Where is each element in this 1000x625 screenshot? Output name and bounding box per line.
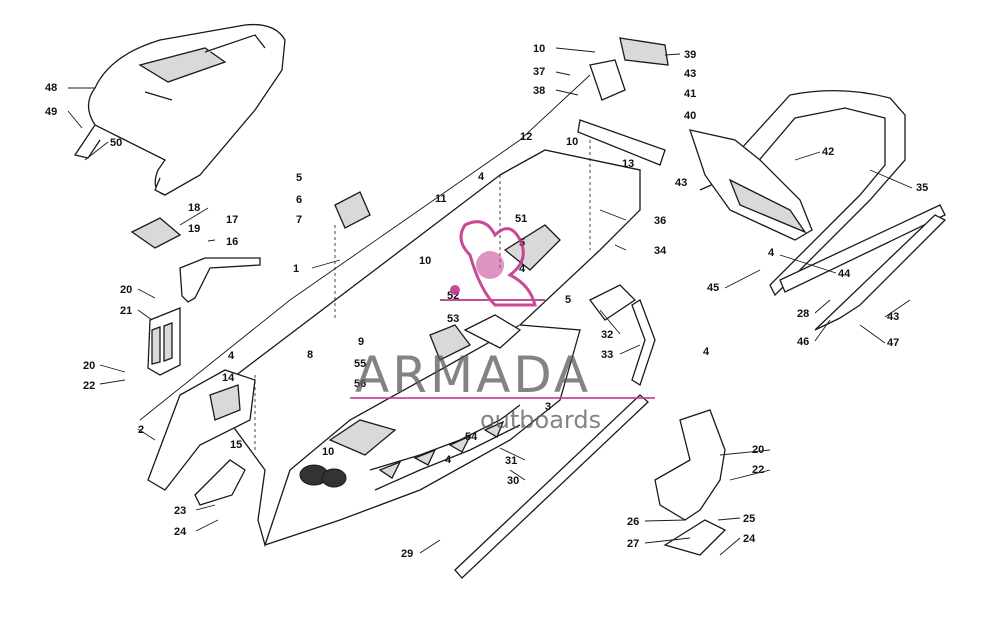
callout-22: 22: [83, 380, 95, 392]
callout-4-c: 4: [519, 263, 526, 275]
callout-37: 37: [533, 66, 545, 78]
callout-8: 8: [307, 349, 313, 361]
callout-25: 25: [743, 513, 755, 525]
callout-5: 5: [296, 172, 302, 184]
rail-13: [577, 119, 666, 166]
callout-20: 20: [120, 284, 132, 296]
callout-20-b: 20: [83, 360, 95, 372]
armada-logo-icon: [440, 220, 545, 307]
callout-43: 43: [684, 68, 696, 80]
bracket-21: [147, 307, 181, 376]
callout-33: 33: [601, 349, 613, 361]
callout-10-d: 10: [322, 446, 334, 458]
snow-flap: [689, 129, 813, 241]
callout-6: 6: [296, 194, 302, 206]
callout-16: 16: [226, 236, 238, 248]
tunnel-frame: [209, 149, 641, 548]
callout-4-e: 4: [768, 247, 775, 259]
callout-50: 50: [110, 137, 122, 149]
callout-13: 13: [622, 158, 634, 170]
callout-41: 41: [684, 88, 696, 100]
callout-56: 56: [354, 378, 366, 390]
callout-53: 53: [447, 313, 459, 325]
callout-4: 4: [478, 171, 485, 183]
callout-31: 31: [505, 455, 517, 467]
callout-10-c: 10: [419, 255, 431, 267]
callout-7: 7: [296, 214, 302, 226]
callout-45: 45: [707, 282, 719, 294]
callout-repeats: 10 10 10 4 4 4 4 4 5 5 20 20 22 24 43 43: [83, 136, 899, 545]
callout-49: 49: [45, 106, 57, 118]
callout-42: 42: [822, 146, 834, 158]
mount-7: [334, 191, 371, 229]
callout-43-c: 43: [887, 311, 899, 323]
callout-36: 36: [654, 215, 666, 227]
callout-24: 24: [174, 526, 187, 538]
callout-4-b: 4: [228, 350, 235, 362]
callout-12: 12: [520, 131, 532, 143]
bracket-32-33: [589, 284, 656, 386]
callout-9: 9: [358, 336, 364, 348]
callout-43-b: 43: [675, 177, 687, 189]
callout-10: 10: [533, 43, 545, 55]
callout-30: 30: [507, 475, 519, 487]
watermark-tagline: outboards: [480, 406, 601, 434]
callout-2: 2: [138, 424, 144, 436]
callout-28: 28: [797, 308, 809, 320]
watermark-brand: ARMADA: [355, 346, 591, 404]
plate-18: [130, 217, 182, 249]
callout-4-f: 4: [445, 454, 452, 466]
bracket-39: [619, 37, 669, 66]
callout-39: 39: [684, 49, 696, 61]
callout-22-b: 22: [752, 464, 764, 476]
watermark: ARMADA outboards: [350, 220, 655, 434]
callout-14: 14: [222, 372, 235, 384]
callout-23: 23: [174, 505, 186, 517]
watermark-underline: [350, 397, 655, 399]
callout-3: 3: [545, 401, 551, 413]
callout-26: 26: [627, 516, 639, 528]
foot-plate: [194, 459, 246, 506]
callout-48: 48: [45, 82, 57, 94]
callout-54: 54: [465, 431, 478, 443]
callout-20-c: 20: [752, 444, 764, 456]
callout-51: 51: [515, 213, 527, 225]
callout-19: 19: [188, 223, 200, 235]
callout-32: 32: [601, 329, 613, 341]
callout-1: 1: [293, 263, 299, 275]
callout-27: 27: [627, 538, 639, 550]
callout-29: 29: [401, 548, 413, 560]
bracket-38: [589, 59, 626, 101]
callout-15: 15: [230, 439, 242, 451]
callout-11: 11: [435, 193, 447, 205]
bar-30: [454, 394, 649, 579]
callout-24-b: 24: [743, 533, 756, 545]
running-board: [779, 204, 947, 331]
callout-labels: 1 2 3 4 5 6 7 8 9 10 11 12 13 14 15 16 1…: [45, 43, 928, 560]
callout-55: 55: [354, 358, 366, 370]
callout-35: 35: [916, 182, 928, 194]
callout-21: 21: [120, 305, 132, 317]
callout-34: 34: [654, 245, 667, 257]
callout-38: 38: [533, 85, 545, 97]
seat-assembly: [73, 23, 286, 196]
callout-17: 17: [226, 214, 238, 226]
alignment-lines: [139, 74, 591, 450]
callout-47: 47: [887, 337, 899, 349]
leader-lines: [67, 47, 913, 556]
callout-46: 46: [797, 336, 809, 348]
callout-44: 44: [838, 268, 851, 280]
callout-10-b: 10: [566, 136, 578, 148]
callout-4-d: 4: [703, 346, 710, 358]
grab-handle: [179, 257, 261, 303]
left-footrest: [147, 369, 256, 491]
callout-5-c: 5: [565, 294, 571, 306]
right-footrest: [654, 409, 727, 556]
callout-18: 18: [188, 202, 200, 214]
callout-40: 40: [684, 110, 696, 122]
